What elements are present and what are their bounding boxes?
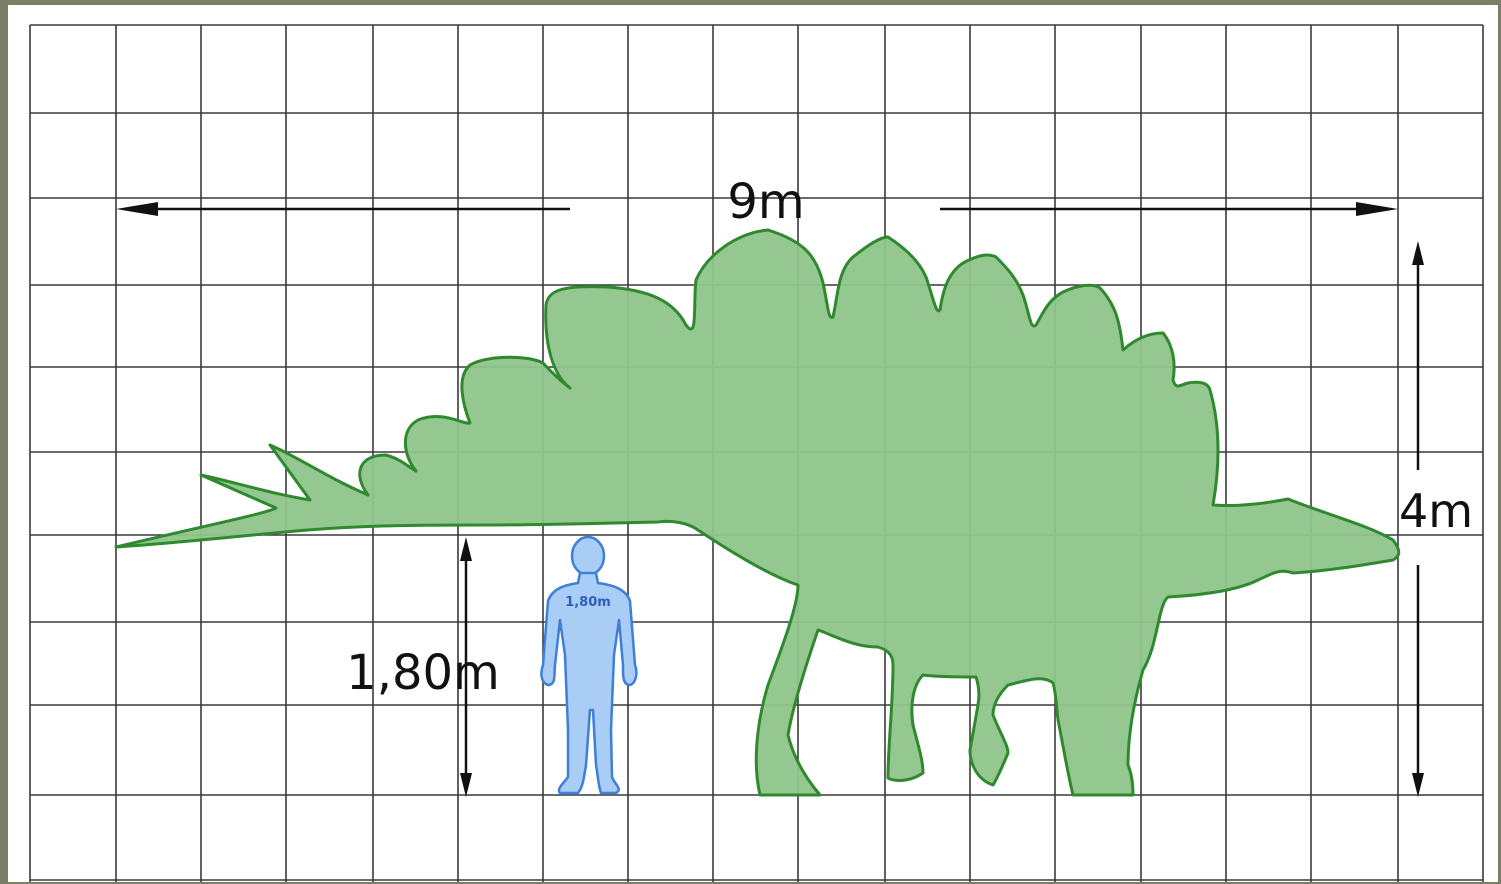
length-label: 9m xyxy=(727,174,804,230)
human-height-badge: 1,80m xyxy=(565,595,611,610)
size-comparison-diagram: 1,80m 9m 4m 1,80m xyxy=(8,5,1498,882)
diagram-canvas: 1,80m 9m 4m 1,80m xyxy=(8,5,1498,882)
stegosaurus-silhouette-icon xyxy=(116,230,1399,795)
human-height-label: 1,80m xyxy=(346,645,500,701)
human-silhouette-icon xyxy=(541,537,636,793)
height-label: 4m xyxy=(1399,484,1473,538)
